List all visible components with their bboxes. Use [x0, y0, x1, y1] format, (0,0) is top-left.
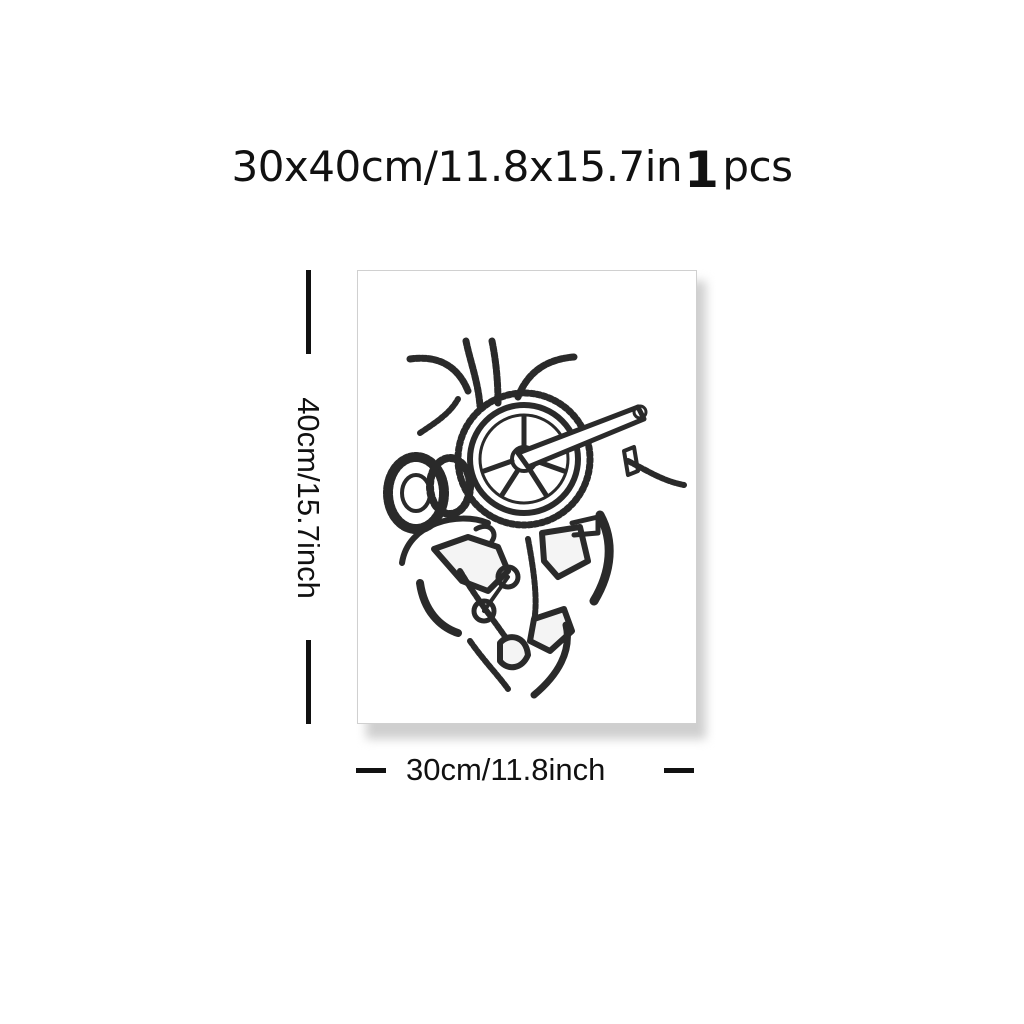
rear-derailleur-icon	[431, 534, 521, 624]
height-label: 40cm/15.7inch	[291, 397, 326, 599]
size-headline: 30x40cm/11.8x15.7in1pcs	[0, 138, 1024, 199]
hood-icon	[497, 634, 531, 671]
saddle-clamp-icon	[527, 606, 575, 654]
chain-vessel-left	[406, 354, 472, 395]
hook-icon	[473, 523, 497, 544]
size-text: 30x40cm/11.8x15.7in	[231, 142, 683, 191]
shifter-right-icon	[622, 445, 640, 477]
chain-vessel-center	[488, 337, 502, 407]
chain-right-icon	[625, 458, 687, 488]
crank-arm-icon	[515, 404, 647, 470]
chainguard-small-icon	[417, 396, 461, 436]
chain-lower-center-icon	[525, 536, 539, 624]
height-marker-top	[306, 270, 311, 354]
bicycle-heart-artwork-icon	[383, 337, 687, 699]
cassette-icon	[383, 452, 474, 534]
brake-lever-right-icon	[589, 510, 614, 606]
brake-arm-bottom-icon	[530, 621, 571, 699]
width-marker-left	[356, 768, 386, 773]
chain-bottom-icon	[467, 638, 511, 692]
cable-curve-icon	[399, 515, 491, 566]
height-marker-bottom	[306, 640, 311, 724]
quantity-unit: pcs	[722, 142, 793, 191]
front-derailleur-icon	[539, 514, 601, 580]
chain-lower-left-icon	[457, 568, 511, 644]
chain-vessel-center-left	[462, 337, 484, 410]
width-marker-right	[664, 768, 694, 773]
width-label: 30cm/11.8inch	[406, 752, 606, 787]
quantity-number: 1	[684, 141, 719, 199]
canvas-print	[357, 270, 697, 724]
brake-lever-left-icon	[416, 579, 462, 637]
